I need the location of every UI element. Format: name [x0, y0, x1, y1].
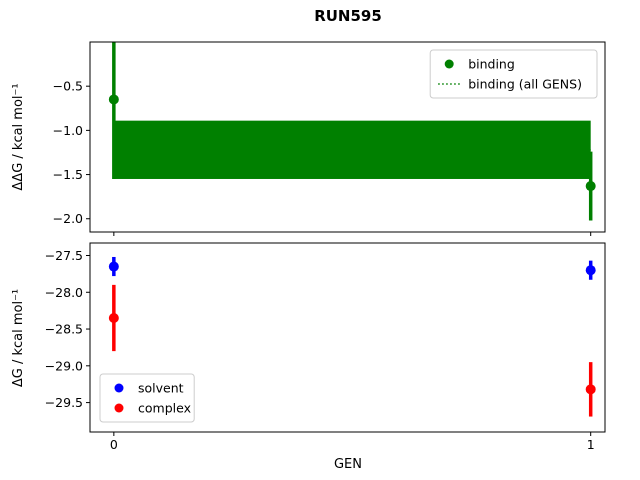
- y-tick-label: −1.0: [53, 123, 83, 138]
- data-point-solvent: [585, 265, 596, 276]
- subplot-0: −0.5 −1.0 −1.5 −2.0 binding binding (all GENS…: [53, 41, 606, 236]
- y-tick-label: −28.0: [45, 285, 83, 300]
- legend: solvent complex: [99, 373, 195, 423]
- data-point-binding: [108, 94, 119, 105]
- data-point-binding: [585, 181, 596, 192]
- legend-box: [429, 49, 598, 99]
- y-tick-label: −27.5: [45, 248, 83, 263]
- y-tick-label: −29.5: [45, 395, 83, 410]
- legend-label: binding (all GENS): [468, 77, 582, 92]
- legend-label: binding: [468, 57, 515, 72]
- data-point-solvent: [108, 261, 119, 272]
- uncertainty-band: [113, 120, 591, 179]
- legend-label: solvent: [138, 381, 184, 396]
- subplot-1: −27.5 −28.0 −28.5 −29.0 −29.5 0 1 solvent comple…: [45, 242, 606, 452]
- axes-spines: [89, 242, 606, 433]
- y-tick-label: −2.0: [53, 211, 83, 226]
- legend-marker-solvent: [114, 383, 124, 393]
- x-axis-label: GEN: [334, 457, 362, 472]
- y-axis-label-dg: ΔG / kcal mol⁻¹: [11, 289, 26, 387]
- data-point-complex: [108, 313, 119, 324]
- figure-title: RUN595: [314, 7, 382, 25]
- legend-marker-complex: [114, 403, 124, 413]
- y-tick-label: −1.5: [53, 167, 83, 182]
- data-point-complex: [585, 384, 596, 395]
- legend-label: complex: [138, 401, 191, 416]
- plots-layer: −0.5 −1.0 −1.5 −2.0 binding binding (all GENS…: [45, 41, 606, 452]
- y-tick-label: −0.5: [53, 79, 83, 94]
- legend-box: [99, 373, 195, 423]
- x-tick-label: 0: [110, 437, 118, 452]
- legend: binding binding (all GENS): [429, 49, 598, 99]
- y-tick-label: −28.5: [45, 322, 83, 337]
- x-tick-label: 1: [587, 437, 595, 452]
- y-axis-label-ddg: ΔΔG / kcal mol⁻¹: [11, 83, 26, 190]
- axes-spines: [89, 41, 606, 233]
- legend-marker-binding: [444, 59, 454, 69]
- y-tick-label: −29.0: [45, 358, 83, 373]
